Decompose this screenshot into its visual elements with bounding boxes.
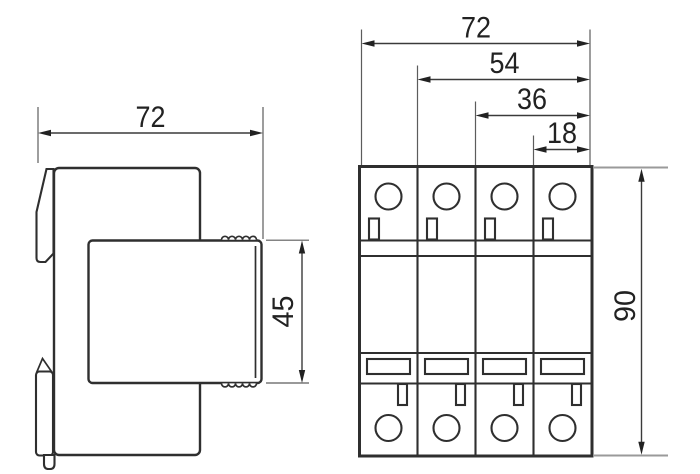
terminal-slot-top: [541, 217, 555, 241]
module-2: [423, 182, 470, 443]
din-clip-top: [35, 167, 55, 264]
arrow-up-icon: [638, 168, 645, 182]
arrow-right-icon: [577, 146, 590, 153]
arrow-left-icon: [38, 129, 51, 137]
indicator-window: [423, 357, 470, 376]
dim-label-height: 90: [609, 290, 642, 322]
dim-label-three-module-width: 54: [490, 47, 520, 80]
front-three-module-dimension: 54: [416, 47, 590, 165]
terminal-slot-bottom: [454, 382, 467, 407]
arrow-right-icon: [577, 76, 590, 83]
front-housing-outline: [358, 165, 594, 458]
front-height-dimension: 90: [593, 166, 668, 457]
side-width-dimension: 72: [37, 101, 264, 239]
side-module-height-dimension: 45: [266, 239, 309, 384]
front-single-module-dimension: 18: [532, 117, 590, 165]
arrow-down-icon: [298, 370, 306, 383]
module-3: [481, 182, 528, 443]
arrow-left-icon: [361, 40, 375, 47]
terminal-screw-icon: [490, 413, 519, 443]
grip-serration-bottom: [220, 383, 258, 388]
indicator-window: [539, 357, 586, 376]
front-overall-width-dimension: 72: [360, 12, 591, 165]
plug-module: [87, 239, 263, 385]
arrow-up-icon: [298, 240, 306, 254]
arrow-down-icon: [638, 441, 645, 455]
front-view-device: [358, 165, 594, 458]
front-view: 72 54 36 18: [358, 12, 668, 458]
side-view: 72 45: [34, 101, 309, 471]
terminal-screw-icon: [490, 182, 519, 211]
front-two-module-dimension: 36: [474, 83, 590, 165]
din-release-pin: [42, 453, 56, 471]
terminal-slot-bottom: [512, 382, 525, 407]
din-clip-bottom: [34, 370, 55, 457]
terminal-screw-icon: [374, 413, 403, 443]
side-view-device: [34, 166, 263, 471]
arrow-right-icon: [577, 40, 590, 47]
dim-label-side-width: 72: [136, 101, 166, 134]
terminal-screw-icon: [374, 182, 403, 211]
arrow-left-icon: [417, 76, 431, 83]
dim-label-two-module-width: 36: [517, 83, 547, 116]
module-4: [539, 182, 586, 443]
din-clip-release-arrow: [35, 356, 54, 373]
terminal-screw-icon: [432, 182, 461, 211]
terminal-slot-bottom: [396, 382, 409, 407]
dim-label-module-height: 45: [267, 296, 300, 328]
terminal-slot-top: [367, 217, 381, 241]
arrow-left-icon: [475, 112, 489, 119]
arrow-right-icon: [577, 112, 590, 119]
terminal-slot-bottom: [570, 382, 583, 407]
indicator-window: [365, 357, 412, 376]
terminal-slot-top: [483, 217, 497, 241]
grip-serration-top: [220, 235, 258, 240]
arrow-left-icon: [533, 146, 547, 153]
terminal-screw-icon: [432, 413, 461, 443]
module-1: [365, 182, 412, 443]
indicator-window: [481, 357, 528, 376]
dim-label-single-module-width: 18: [547, 117, 577, 150]
arrow-right-icon: [250, 129, 263, 137]
terminal-screw-icon: [548, 182, 577, 211]
dim-label-overall-width: 72: [461, 12, 491, 45]
terminal-slot-top: [425, 217, 439, 241]
terminal-screw-icon: [548, 413, 577, 443]
